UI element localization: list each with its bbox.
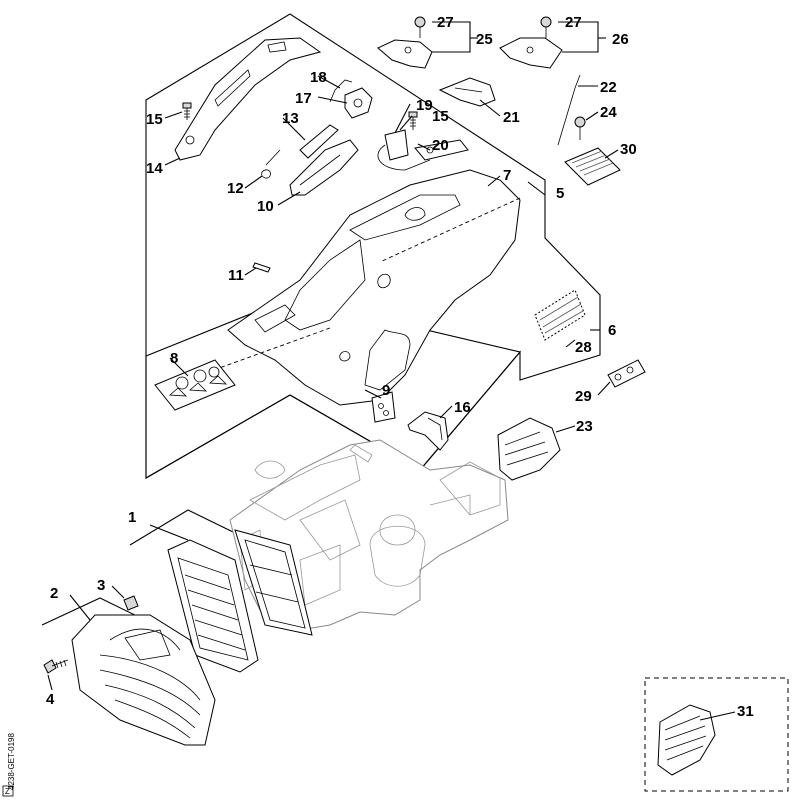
callout-9: 9 [382, 382, 390, 399]
callout-24: 24 [600, 104, 617, 121]
callout-15-right: 15 [432, 108, 449, 125]
screw-part-15-left [182, 102, 192, 120]
spring-part-12 [261, 149, 281, 179]
cover-frame [41, 597, 146, 626]
callout-5: 5 [556, 185, 564, 202]
cover-part-25 [377, 39, 433, 69]
screw-part-4 [43, 659, 69, 674]
callout-7: 7 [503, 167, 511, 184]
corner-mark-box [2, 785, 14, 797]
part-20 [414, 139, 469, 161]
callout-29: 29 [575, 388, 592, 405]
callout-26: 26 [612, 31, 629, 48]
callout-27-right: 27 [565, 14, 582, 31]
part-17 [344, 87, 373, 119]
part-9 [371, 391, 396, 423]
callout-21: 21 [503, 109, 520, 126]
part-23 [497, 417, 561, 481]
mesh-part-28 [534, 289, 586, 341]
callout-18: 18 [310, 69, 327, 86]
air-filter-part-1 [167, 529, 313, 673]
callout-11: 11 [228, 267, 244, 284]
callout-27-left: 27 [437, 14, 454, 31]
callout-2: 2 [50, 585, 58, 602]
filter-cover-part-2 [71, 614, 216, 746]
callout-6: 6 [608, 322, 616, 339]
decal-sheet-part-8 [154, 359, 236, 411]
part-16 [407, 411, 449, 451]
callout-30: 30 [620, 141, 637, 158]
leader-lines [47, 21, 736, 721]
part-31 [657, 704, 716, 776]
screw-part-15-right [408, 111, 418, 130]
screw-part-27-left [414, 16, 426, 38]
switch-part-19 [377, 129, 431, 171]
callout-14: 14 [146, 160, 163, 177]
rod-part-22 [557, 74, 581, 146]
screw-part-27-right [540, 16, 552, 38]
handle-part-14 [174, 37, 322, 161]
callout-15-left: 15 [146, 111, 163, 128]
pin-part-11 [252, 262, 271, 273]
callout-4: 4 [46, 691, 55, 708]
shroud-part-7 [227, 169, 521, 406]
callout-19: 19 [416, 97, 433, 114]
callout-17: 17 [295, 90, 312, 107]
screw-part-24 [574, 116, 586, 140]
callout-10: 10 [257, 198, 274, 215]
corner-mark: Z [5, 787, 10, 796]
callout-31: 31 [737, 703, 754, 720]
callout-20: 20 [432, 137, 449, 154]
callout-3: 3 [97, 577, 105, 594]
callout-13: 13 [282, 110, 299, 127]
callout-28: 28 [575, 339, 592, 356]
nut-part-3 [123, 595, 139, 611]
cover-part-26 [499, 37, 563, 69]
callout-numbers: 1 2 3 4 5 6 7 8 9 10 11 12 13 14 15 15 1… [46, 14, 754, 720]
throttle-part-10 [289, 139, 359, 196]
callout-12: 12 [227, 180, 244, 197]
callout-25: 25 [476, 31, 493, 48]
label-part-29 [607, 359, 646, 388]
inset-frame [644, 677, 789, 792]
lever-part-13 [299, 124, 339, 159]
callout-16: 16 [454, 399, 471, 416]
callout-1: 1 [128, 509, 136, 526]
callout-8: 8 [170, 350, 178, 367]
callout-22: 22 [600, 79, 617, 96]
part-21 [438, 77, 496, 107]
callout-23: 23 [576, 418, 593, 435]
drawing-code: 4238-GET-0198 [7, 733, 16, 790]
